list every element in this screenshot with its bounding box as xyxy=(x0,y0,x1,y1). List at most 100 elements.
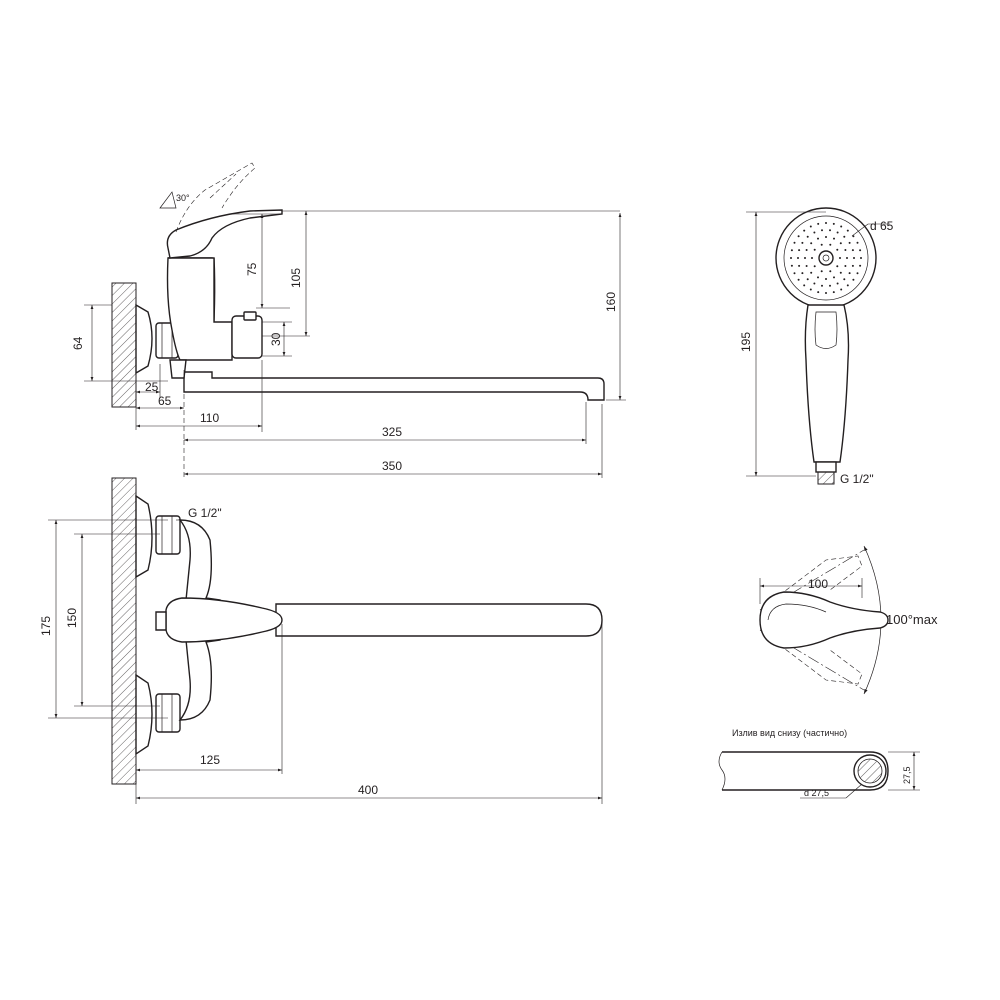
nozzle-dot xyxy=(809,288,812,291)
nozzle-dot xyxy=(820,243,823,246)
nozzle-dot xyxy=(839,242,842,245)
nozzle-dot xyxy=(811,257,813,259)
dim-160: 160 xyxy=(604,292,618,312)
lever-width-label: 100 xyxy=(808,577,828,591)
shower-nozzles xyxy=(790,222,862,294)
dim-65: 65 xyxy=(158,394,172,408)
nozzle-dot xyxy=(843,235,846,238)
nozzle-dot xyxy=(829,284,831,287)
lever-angle-label: 30° xyxy=(176,193,190,203)
nozzle-dot xyxy=(801,241,804,244)
nozzle-dot xyxy=(846,284,849,287)
spout-height-label: 27,5 xyxy=(902,766,912,784)
nozzle-dot xyxy=(798,249,801,252)
nozzle-dot xyxy=(829,229,831,232)
top-view: G 1/2" 175 150 125 400 xyxy=(39,477,603,804)
shower-length-label: 195 xyxy=(739,332,753,352)
nozzle-dot xyxy=(836,231,839,234)
dim-125: 125 xyxy=(200,753,220,767)
nozzle-dot xyxy=(852,235,855,238)
nozzle-dot xyxy=(859,264,862,267)
nozzle-dot xyxy=(809,225,812,228)
nozzle-dot xyxy=(790,249,793,252)
nozzle-dot xyxy=(810,271,813,274)
nozzle-dot xyxy=(801,272,804,275)
nozzle-dot xyxy=(836,248,839,251)
nozzle-dot xyxy=(856,241,859,244)
spout-bottom-view: Излив вид снизу (частично) d 27,5 27,5 xyxy=(718,728,920,799)
nozzle-dot xyxy=(825,278,827,280)
shower-head-view: d 65 195 G 1/2" xyxy=(739,207,894,486)
nozzle-dot xyxy=(793,241,796,244)
lower-escutcheon xyxy=(135,673,153,756)
escutcheon xyxy=(135,303,153,375)
nozzle-dot xyxy=(856,272,859,275)
nozzle-dot xyxy=(806,235,809,238)
wall-section-top xyxy=(111,477,137,785)
nozzle-dot xyxy=(840,225,843,228)
spout-bottom-caption: Излив вид снизу (частично) xyxy=(732,728,847,738)
nozzle-dot xyxy=(806,278,809,281)
nozzle-dot xyxy=(839,271,842,274)
nozzle-dot xyxy=(853,257,855,259)
aerator-mesh xyxy=(857,758,883,784)
lever-top xyxy=(165,597,283,643)
nozzle-dot xyxy=(839,257,841,259)
nozzle-dot xyxy=(846,229,849,232)
nozzle-dot xyxy=(825,236,827,238)
nozzle-dot xyxy=(836,265,839,268)
nozzle-dot xyxy=(793,272,796,275)
lever-rotation-view: 100 100°max xyxy=(759,545,938,695)
nozzle-dot xyxy=(790,264,793,267)
side-view: 30° 64 25 65 110 325 350 xyxy=(71,162,626,478)
nozzle-dot xyxy=(797,235,800,238)
nozzle-dot xyxy=(829,270,832,273)
nozzle-dot xyxy=(859,249,862,252)
nozzle-dot xyxy=(817,291,820,294)
nozzle-dot xyxy=(825,222,827,224)
nozzle-dot xyxy=(836,282,839,285)
spout-top xyxy=(275,603,603,637)
nozzle-dot xyxy=(821,229,823,232)
nozzle-dot xyxy=(821,284,823,287)
nozzle-dot xyxy=(803,284,806,287)
aerator-diameter-label: d 27,5 xyxy=(804,788,829,798)
dim-400: 400 xyxy=(358,783,378,797)
nozzle-dot xyxy=(797,278,800,281)
dim-350: 350 xyxy=(382,459,402,473)
lever-handle xyxy=(166,209,283,259)
wall-section xyxy=(111,282,137,408)
nozzle-dot xyxy=(833,276,835,279)
spout xyxy=(183,360,605,401)
dim-105: 105 xyxy=(289,268,303,288)
nozzle-dot xyxy=(840,288,843,291)
nozzle-dot xyxy=(844,265,847,267)
nozzle-dot xyxy=(810,242,813,245)
nozzle-dot xyxy=(829,243,832,246)
nozzle-dot xyxy=(832,222,835,225)
nozzle-dot xyxy=(790,257,792,259)
nozzle-dot xyxy=(805,249,808,251)
nozzle-dot xyxy=(825,292,827,294)
dim-325: 325 xyxy=(382,425,402,439)
nozzle-dot xyxy=(833,237,835,240)
upper-escutcheon xyxy=(135,494,153,579)
nozzle-dot xyxy=(797,257,799,259)
dim-175: 175 xyxy=(39,616,53,636)
upper-union-nut xyxy=(155,515,181,555)
dim-25: 25 xyxy=(145,380,159,394)
shower-thread-label: G 1/2" xyxy=(840,472,874,486)
nozzle-dot xyxy=(798,264,801,267)
nozzle-dot xyxy=(848,241,851,244)
nozzle-dot xyxy=(832,291,835,294)
nozzle-dot xyxy=(817,276,819,279)
nozzle-dot xyxy=(843,278,846,281)
nozzle-dot xyxy=(804,257,806,259)
nozzle-dot xyxy=(805,265,808,267)
shower-handle xyxy=(804,304,850,463)
nozzle-dot xyxy=(813,282,816,285)
nozzle-dot xyxy=(813,231,816,234)
nozzle-dot xyxy=(803,229,806,232)
nozzle-dot xyxy=(851,249,854,252)
